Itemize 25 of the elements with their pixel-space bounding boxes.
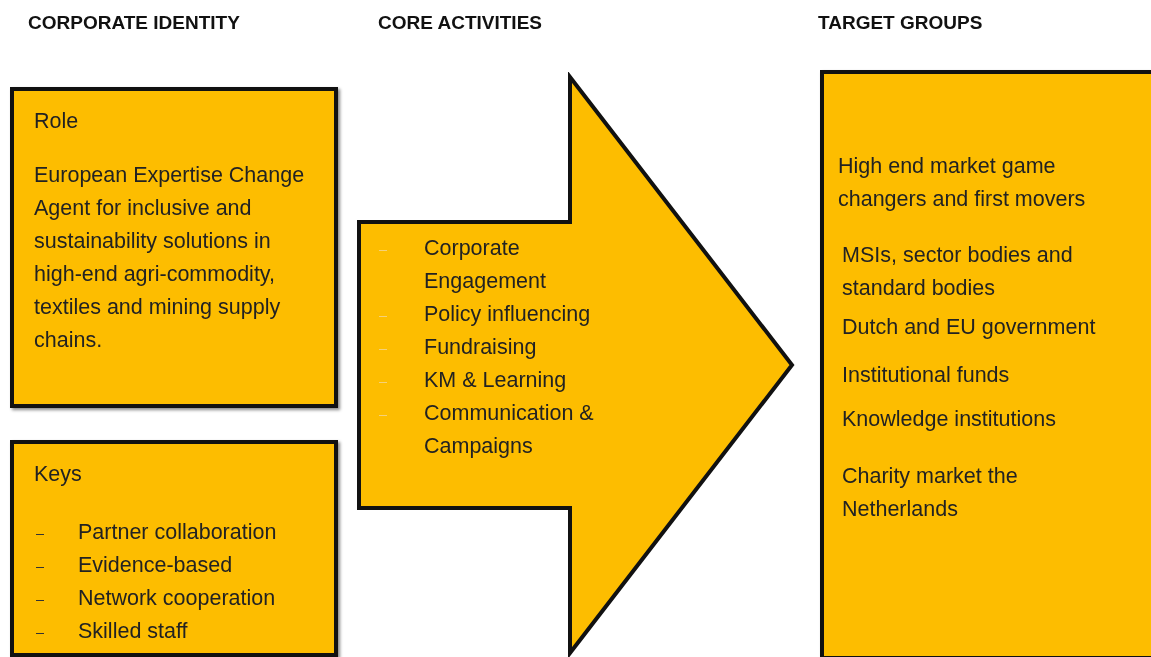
body-text: European Expertise Change Agent for inclusive and sustainability solutions in high-end agri-commodity, textiles and mining supply chains. — [34, 162, 306, 354]
text-box — [10, 440, 338, 657]
body-text: MSIs, sector bodies and standard bodies — [842, 242, 1074, 302]
list-item: Fundraising — [424, 334, 538, 361]
text-box — [820, 70, 1151, 657]
column-heading: CORE ACTIVITIES — [378, 12, 542, 34]
list-item: Evidence-based — [78, 552, 234, 579]
column-heading: TARGET GROUPS — [818, 12, 983, 34]
list-item: KM & Learning — [424, 367, 568, 394]
arrow-shape — [357, 72, 797, 657]
list-item: Partner collaboration — [78, 519, 278, 546]
body-text: High end market game changers and first movers — [838, 153, 1087, 213]
body-text: Institutional funds — [842, 362, 1011, 389]
body-text: Dutch and EU government — [842, 314, 1097, 341]
list-item: Communication & Campaigns — [424, 400, 595, 460]
list-item: Skilled staff — [78, 618, 189, 645]
list-item: Network cooperation — [78, 585, 277, 612]
list-item: Policy influencing — [424, 301, 592, 328]
list-item: Corporate Engagement — [424, 235, 547, 295]
column-heading: CORPORATE IDENTITY — [28, 12, 240, 34]
body-text: Charity market the Netherlands — [842, 463, 1019, 523]
body-text: Knowledge institutions — [842, 406, 1057, 433]
box-heading: Keys — [34, 461, 83, 488]
text-box — [10, 87, 338, 408]
box-heading: Role — [34, 108, 80, 135]
